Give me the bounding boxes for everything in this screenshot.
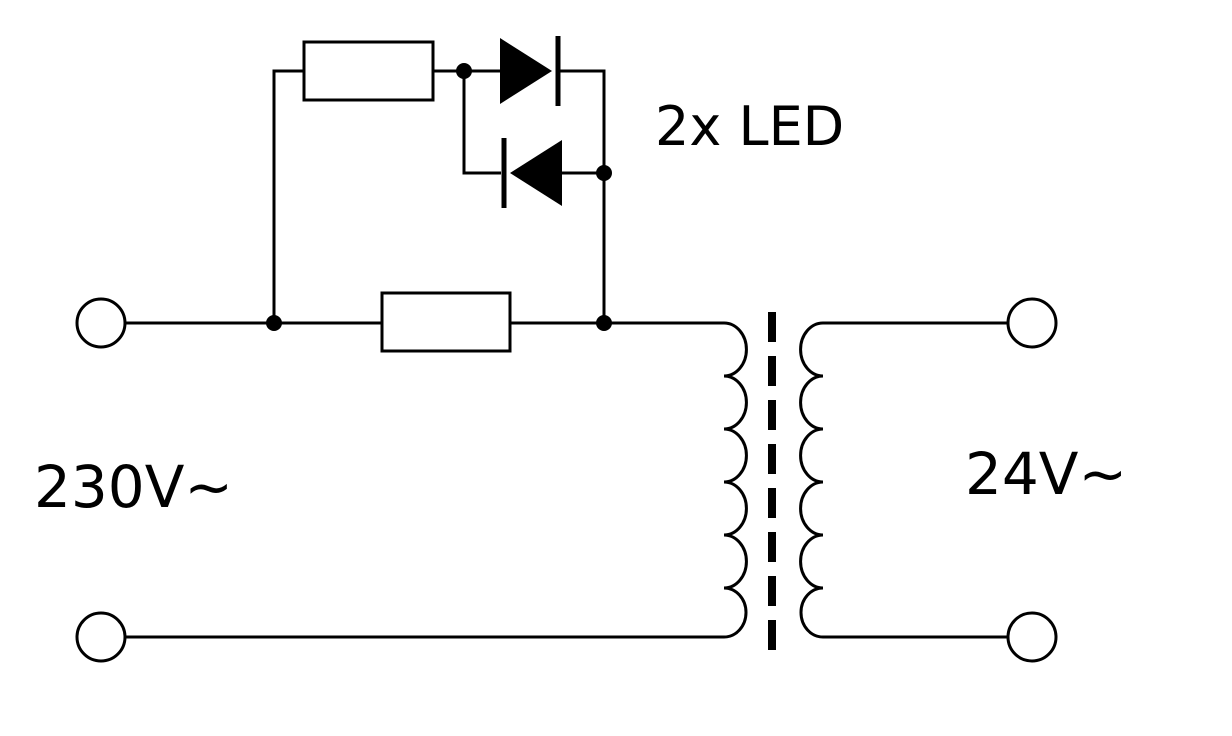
junction-dot [596, 315, 612, 331]
wire-led-reverse-in [462, 71, 501, 175]
junction-dot [266, 315, 282, 331]
resistor-led-branch [302, 40, 435, 102]
secondary-coil [799, 321, 824, 639]
input-terminal-bottom [75, 611, 127, 663]
led-forward [500, 36, 561, 106]
junction-dot [456, 63, 472, 79]
resistor-main [380, 291, 512, 353]
junction-dot [596, 165, 612, 181]
output-voltage-label: 24V~ [965, 440, 1127, 508]
primary-coil [723, 321, 748, 639]
output-terminal-top [1006, 297, 1058, 349]
led-reverse [501, 138, 562, 208]
led-label: 2x LED [655, 95, 844, 158]
input-terminal-top [75, 297, 127, 349]
wire-led-forward-out [560, 69, 606, 323]
output-terminal-bottom [1006, 611, 1058, 663]
wire-branch-left [272, 69, 304, 323]
input-voltage-label: 230V~ [34, 453, 233, 521]
